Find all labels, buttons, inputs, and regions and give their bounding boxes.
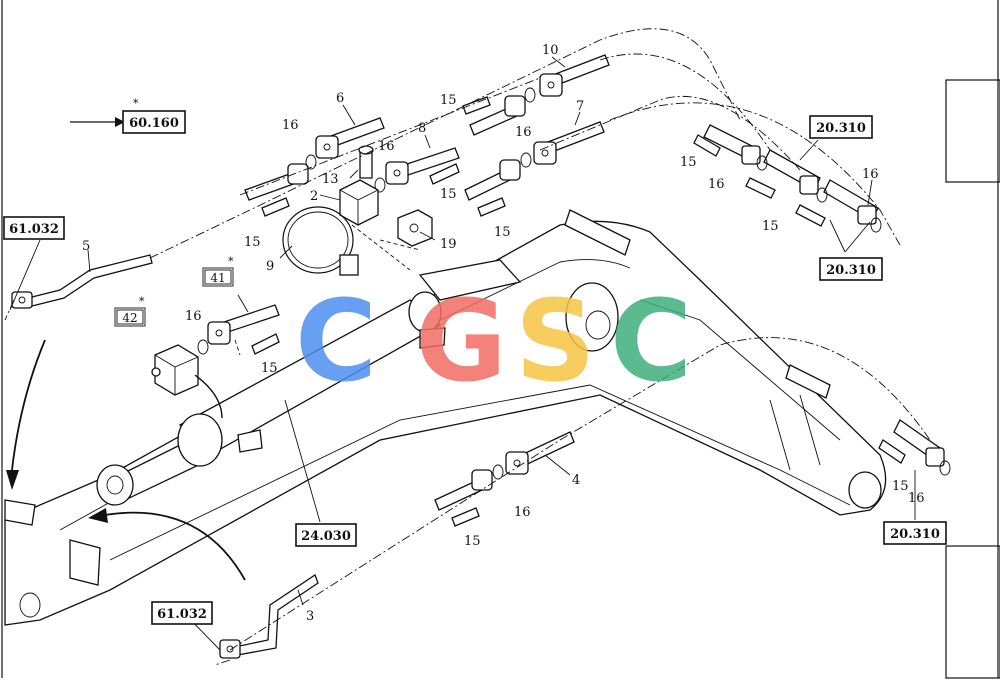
svg-text:16: 16 bbox=[185, 309, 202, 324]
label-10: 10 bbox=[542, 43, 559, 58]
svg-text:15: 15 bbox=[440, 187, 457, 202]
ref-41[interactable]: 41 bbox=[202, 267, 234, 287]
svg-text:16: 16 bbox=[515, 125, 532, 140]
boom-end-clamp bbox=[4, 499, 36, 526]
label-2: 2 bbox=[310, 189, 318, 204]
asterisk-41: * bbox=[228, 255, 234, 268]
svg-text:42: 42 bbox=[122, 311, 137, 325]
ref-box-61032-bottom[interactable]: 61.032 bbox=[151, 601, 213, 625]
boom-base-bracket bbox=[69, 539, 101, 586]
pipe-5 bbox=[11, 254, 153, 309]
ref-box-20310-top[interactable]: 20.310 bbox=[809, 115, 873, 139]
svg-text:61.032: 61.032 bbox=[157, 607, 207, 622]
svg-text:16: 16 bbox=[514, 505, 531, 520]
label-15: 15 bbox=[440, 93, 457, 108]
ref-box-60160[interactable]: 60.160 bbox=[122, 110, 186, 134]
svg-text:20.310: 20.310 bbox=[890, 527, 940, 542]
svg-text:16: 16 bbox=[708, 177, 725, 192]
label-16: 16 bbox=[282, 118, 299, 133]
label-6: 6 bbox=[336, 91, 344, 106]
fitting-lower-center bbox=[434, 469, 493, 511]
boom-pivot-boss bbox=[565, 282, 619, 352]
watermark-letter-1: C bbox=[295, 277, 377, 407]
fitting-20310-bottom bbox=[893, 419, 945, 467]
ref-box-20310-mid[interactable]: 20.310 bbox=[819, 257, 883, 281]
valve-42 bbox=[151, 344, 199, 396]
label-4: 4 bbox=[572, 473, 580, 488]
boom-arm bbox=[4, 209, 887, 626]
label-7: 7 bbox=[576, 99, 584, 114]
boom-top-bracket bbox=[564, 209, 631, 256]
label-9: 9 bbox=[266, 259, 274, 274]
label-5: 5 bbox=[82, 239, 90, 254]
label-13: 13 bbox=[322, 172, 339, 187]
fitting-41 bbox=[207, 304, 280, 345]
part-labels: 6 10 7 8 2 13 19 9 5 3 4 16 16 16 16 16 … bbox=[82, 43, 925, 624]
fitting-6 bbox=[315, 117, 385, 159]
clamp-9 bbox=[282, 206, 359, 276]
svg-text:15: 15 bbox=[244, 235, 261, 250]
asterisk-60160: * bbox=[133, 97, 139, 110]
direction-arrows bbox=[6, 117, 246, 581]
label-3: 3 bbox=[306, 609, 314, 624]
svg-text:24.030: 24.030 bbox=[301, 529, 351, 544]
svg-text:61.032: 61.032 bbox=[9, 222, 59, 237]
svg-text:16: 16 bbox=[378, 139, 395, 154]
fitting-upper-left bbox=[244, 163, 309, 201]
washers-16 bbox=[197, 87, 951, 480]
watermark-letter-2: G bbox=[415, 277, 507, 407]
right-tab-top bbox=[945, 79, 1000, 183]
label-8: 8 bbox=[418, 121, 426, 136]
routing-lines bbox=[4, 28, 931, 666]
hydraulic-cylinder bbox=[96, 259, 522, 506]
svg-text:15: 15 bbox=[680, 155, 697, 170]
ref-box-61032-top[interactable]: 61.032 bbox=[3, 216, 65, 240]
ref-box-24030[interactable]: 24.030 bbox=[295, 523, 357, 547]
svg-text:41: 41 bbox=[210, 271, 225, 285]
boom-side-bracket bbox=[785, 364, 831, 399]
fitting-8 bbox=[385, 147, 460, 185]
svg-text:15: 15 bbox=[464, 534, 481, 549]
leader-lines bbox=[9, 56, 916, 651]
ref-60160-text: 60.160 bbox=[129, 116, 179, 131]
fittings-20310-top bbox=[703, 124, 879, 225]
svg-text:15: 15 bbox=[261, 361, 278, 376]
cylinder-gland bbox=[177, 413, 223, 467]
block-19 bbox=[397, 209, 433, 247]
svg-text:15: 15 bbox=[762, 219, 779, 234]
watermark-logo: C G S C bbox=[295, 277, 692, 407]
right-tab-bottom bbox=[945, 545, 1000, 679]
ref-box-20310-bottom[interactable]: 20.310 bbox=[883, 521, 947, 545]
svg-text:15: 15 bbox=[494, 225, 511, 240]
fitting-mid-center bbox=[464, 95, 526, 201]
fitting-7 bbox=[533, 121, 605, 165]
watermark-letter-3: S bbox=[515, 277, 596, 407]
watermark-letter-4: C bbox=[610, 277, 692, 407]
svg-text:20.310: 20.310 bbox=[816, 121, 866, 136]
asterisk-42: * bbox=[139, 295, 145, 308]
cylinder-rod-eye bbox=[96, 464, 134, 506]
svg-text:16: 16 bbox=[862, 167, 879, 182]
label-19: 19 bbox=[440, 237, 457, 252]
boom-tip-hole bbox=[848, 471, 882, 509]
fitting-10 bbox=[539, 54, 610, 97]
svg-text:15: 15 bbox=[892, 479, 909, 494]
svg-text:16: 16 bbox=[908, 491, 925, 506]
block-2 bbox=[339, 179, 379, 226]
svg-text:20.310: 20.310 bbox=[826, 263, 876, 278]
pipe-3 bbox=[219, 574, 319, 659]
fitting-4 bbox=[505, 431, 575, 475]
bolts-15 bbox=[251, 96, 906, 527]
ref-42[interactable]: 42 bbox=[114, 307, 146, 327]
